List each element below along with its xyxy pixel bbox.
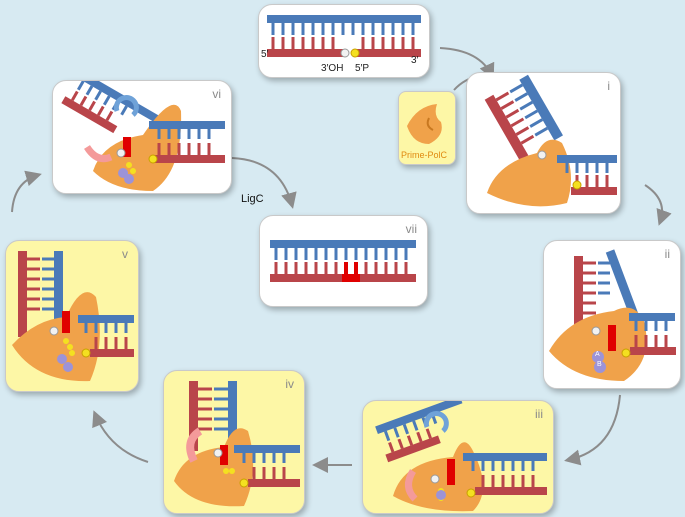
ligated-dna — [270, 240, 416, 282]
panel-iv-label: iv — [285, 377, 294, 391]
panel-iii: iii — [362, 400, 554, 514]
panel-ii-label: ii — [664, 247, 670, 261]
panel-ii-illustration — [549, 249, 676, 381]
nucleotide-b-label: B — [597, 361, 602, 368]
panel-v: v — [5, 240, 139, 392]
label-5prime: 5′ — [261, 49, 269, 60]
panel-v-illustration — [12, 251, 134, 382]
ligc-label: LigC — [241, 193, 264, 205]
panel-vii-label: vii — [405, 222, 417, 236]
label-3prime: 3′ — [411, 55, 419, 66]
label-3oh: 3′OH — [321, 63, 344, 74]
ligated-patch — [342, 274, 360, 282]
panel-iv-illustration — [174, 381, 300, 507]
3oh-end-marker — [340, 48, 350, 58]
panel-vii: vii — [259, 215, 428, 307]
panel-iii-label: iii — [535, 407, 543, 421]
arrow-i-to-ii — [644, 184, 672, 226]
nucleotide-a-label: A — [595, 351, 600, 358]
panel-iii-illustration — [375, 401, 547, 512]
panel-ii: ii A B — [543, 240, 681, 389]
nicked-dna — [267, 15, 421, 58]
prime-polc-label: Prime-PolC — [401, 150, 448, 160]
arrow-vi-to-vii — [231, 157, 297, 209]
panel-prime-polc: Prime-PolC — [398, 91, 456, 165]
arrow-top-to-i — [439, 47, 495, 80]
label-5p: 5′P — [355, 63, 370, 74]
prime-polc-enzyme — [407, 104, 442, 144]
panel-vi: vi — [52, 80, 232, 194]
panel-i-label: i — [607, 79, 610, 93]
panel-vi-illustration — [61, 81, 225, 191]
panel-i: i — [466, 72, 621, 214]
panel-iv: iv — [163, 370, 305, 514]
arrow-ii-to-iii — [564, 394, 621, 466]
panel-substrate: 5′ 3′ 3′OH 5′P — [258, 4, 430, 78]
panel-v-label: v — [122, 247, 128, 261]
arrow-iv-to-v — [92, 410, 149, 463]
5p-end-marker — [350, 48, 360, 58]
panel-vi-label: vi — [212, 87, 221, 101]
arrow-v-to-vi — [11, 170, 42, 213]
panel-i-illustration — [484, 74, 617, 207]
